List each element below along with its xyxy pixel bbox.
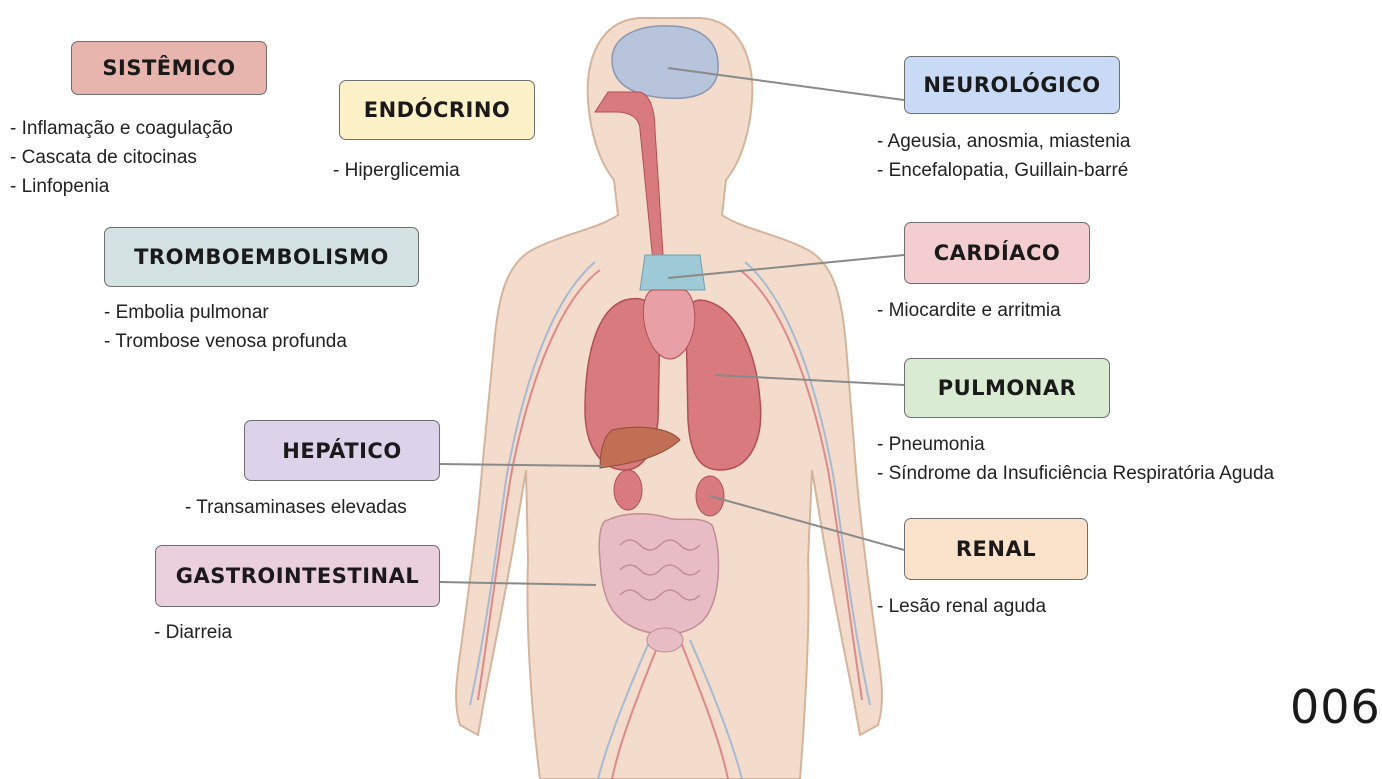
label-hepatico: HEPÁTICO xyxy=(244,420,440,481)
list-item: - Ageusia, anosmia, miastenia xyxy=(877,127,1130,156)
label-tromboembolismo: TROMBOEMBOLISMO xyxy=(104,227,419,287)
label-cardiaco: CARDÍACO xyxy=(904,222,1090,284)
label-gastrointestinal-title: GASTROINTESTINAL xyxy=(176,564,420,588)
list-pulmonar: - Pneumonia - Síndrome da Insuficiência … xyxy=(877,430,1274,488)
brain xyxy=(612,26,718,98)
list-gastrointestinal: - Diarreia xyxy=(154,618,232,647)
label-endocrino-title: ENDÓCRINO xyxy=(364,98,511,122)
label-hepatico-title: HEPÁTICO xyxy=(282,439,401,463)
bladder xyxy=(647,628,683,652)
list-item: - Lesão renal aguda xyxy=(877,592,1046,621)
list-endocrino: - Hiperglicemia xyxy=(333,156,460,185)
label-neurologico: NEUROLÓGICO xyxy=(904,56,1120,114)
list-tromboembolismo: - Embolia pulmonar - Trombose venosa pro… xyxy=(104,298,347,356)
list-hepatico: - Transaminases elevadas xyxy=(185,493,407,522)
label-pulmonar: PULMONAR xyxy=(904,358,1110,418)
list-item: - Cascata de citocinas xyxy=(10,143,233,172)
label-neurologico-title: NEUROLÓGICO xyxy=(923,73,1100,97)
list-item: - Miocardite e arritmia xyxy=(877,296,1061,325)
list-item: - Síndrome da Insuficiência Respiratória… xyxy=(877,459,1274,488)
list-item: - Hiperglicemia xyxy=(333,156,460,185)
label-cardiaco-title: CARDÍACO xyxy=(934,241,1061,265)
list-renal: - Lesão renal aguda xyxy=(877,592,1046,621)
label-renal: RENAL xyxy=(904,518,1088,580)
list-item: - Pneumonia xyxy=(877,430,1274,459)
list-item: - Embolia pulmonar xyxy=(104,298,347,327)
left-kidney xyxy=(614,470,642,510)
label-tromboembolismo-title: TROMBOEMBOLISMO xyxy=(134,245,389,269)
label-sistemico: SISTÊMICO xyxy=(71,41,267,95)
label-pulmonar-title: PULMONAR xyxy=(938,376,1077,400)
list-item: - Encefalopatia, Guillain-barré xyxy=(877,156,1130,185)
list-item: - Inflamação e coagulação xyxy=(10,114,233,143)
page-number: 006 xyxy=(1290,680,1381,734)
list-item: - Transaminases elevadas xyxy=(185,493,407,522)
list-item: - Linfopenia xyxy=(10,172,233,201)
label-gastrointestinal: GASTROINTESTINAL xyxy=(155,545,440,607)
intestines xyxy=(599,514,718,635)
list-item: - Diarreia xyxy=(154,618,232,647)
label-sistemico-title: SISTÊMICO xyxy=(102,56,235,80)
list-neurologico: - Ageusia, anosmia, miastenia - Encefalo… xyxy=(877,127,1130,185)
list-cardiaco: - Miocardite e arritmia xyxy=(877,296,1061,325)
list-sistemico: - Inflamação e coagulação - Cascata de c… xyxy=(10,114,233,201)
great-vessels xyxy=(640,255,705,290)
label-renal-title: RENAL xyxy=(956,537,1036,561)
label-endocrino: ENDÓCRINO xyxy=(339,80,535,140)
list-item: - Trombose venosa profunda xyxy=(104,327,347,356)
